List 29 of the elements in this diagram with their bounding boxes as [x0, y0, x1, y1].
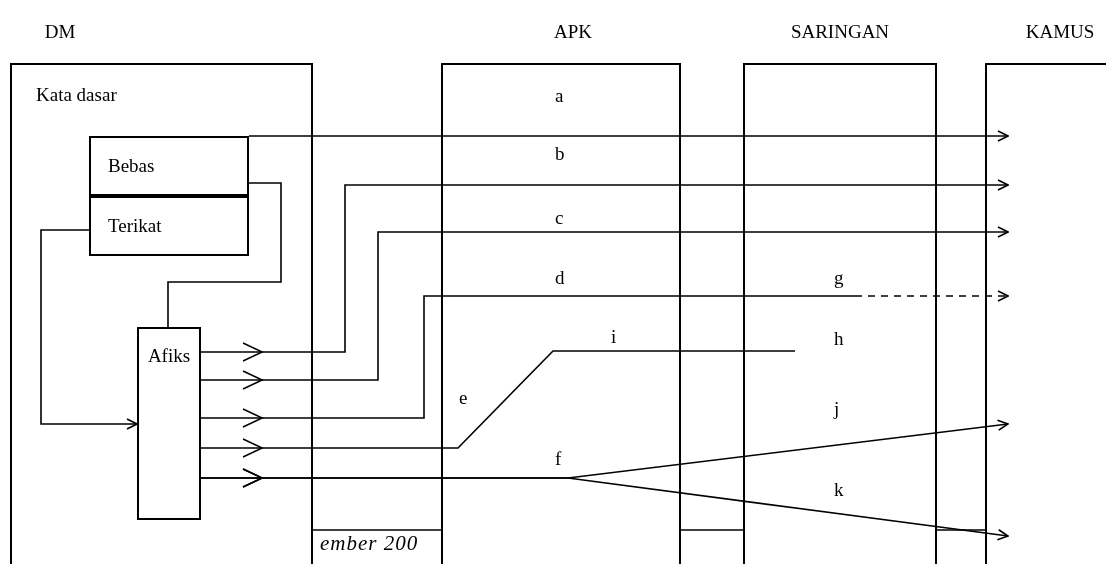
line-label: i	[611, 327, 617, 346]
word-box	[89, 136, 249, 196]
arrow	[200, 226, 1009, 390]
footer-text: ember 200	[320, 533, 419, 554]
lane-heading: DM	[44, 22, 76, 41]
arrow	[200, 468, 1009, 541]
box-label: Bebas	[108, 156, 155, 175]
lane-heading: APK	[554, 22, 592, 41]
line-label: f	[555, 449, 562, 468]
edge-label: k	[834, 480, 844, 499]
edge-label: b	[555, 144, 565, 163]
edge-label: c	[555, 208, 564, 227]
box-label: Terikat	[108, 216, 162, 235]
edge-label: g	[834, 268, 844, 287]
lane-heading: KAMUS	[1025, 22, 1095, 41]
edge-label: d	[555, 268, 565, 287]
edge-label: a	[555, 86, 564, 105]
affix-box	[137, 327, 201, 520]
line-label: h	[834, 329, 844, 348]
vertical-word: Afiks	[146, 344, 192, 368]
arrow	[854, 290, 1009, 302]
lane-heading: SARINGAN	[790, 22, 890, 41]
edge-label: j	[834, 399, 840, 418]
edge-label: e	[459, 388, 468, 407]
arrow	[248, 130, 1009, 142]
lane-title: Kata dasar	[36, 85, 117, 104]
word-box	[89, 196, 249, 256]
arrow	[200, 179, 1009, 362]
arrow	[40, 229, 138, 430]
